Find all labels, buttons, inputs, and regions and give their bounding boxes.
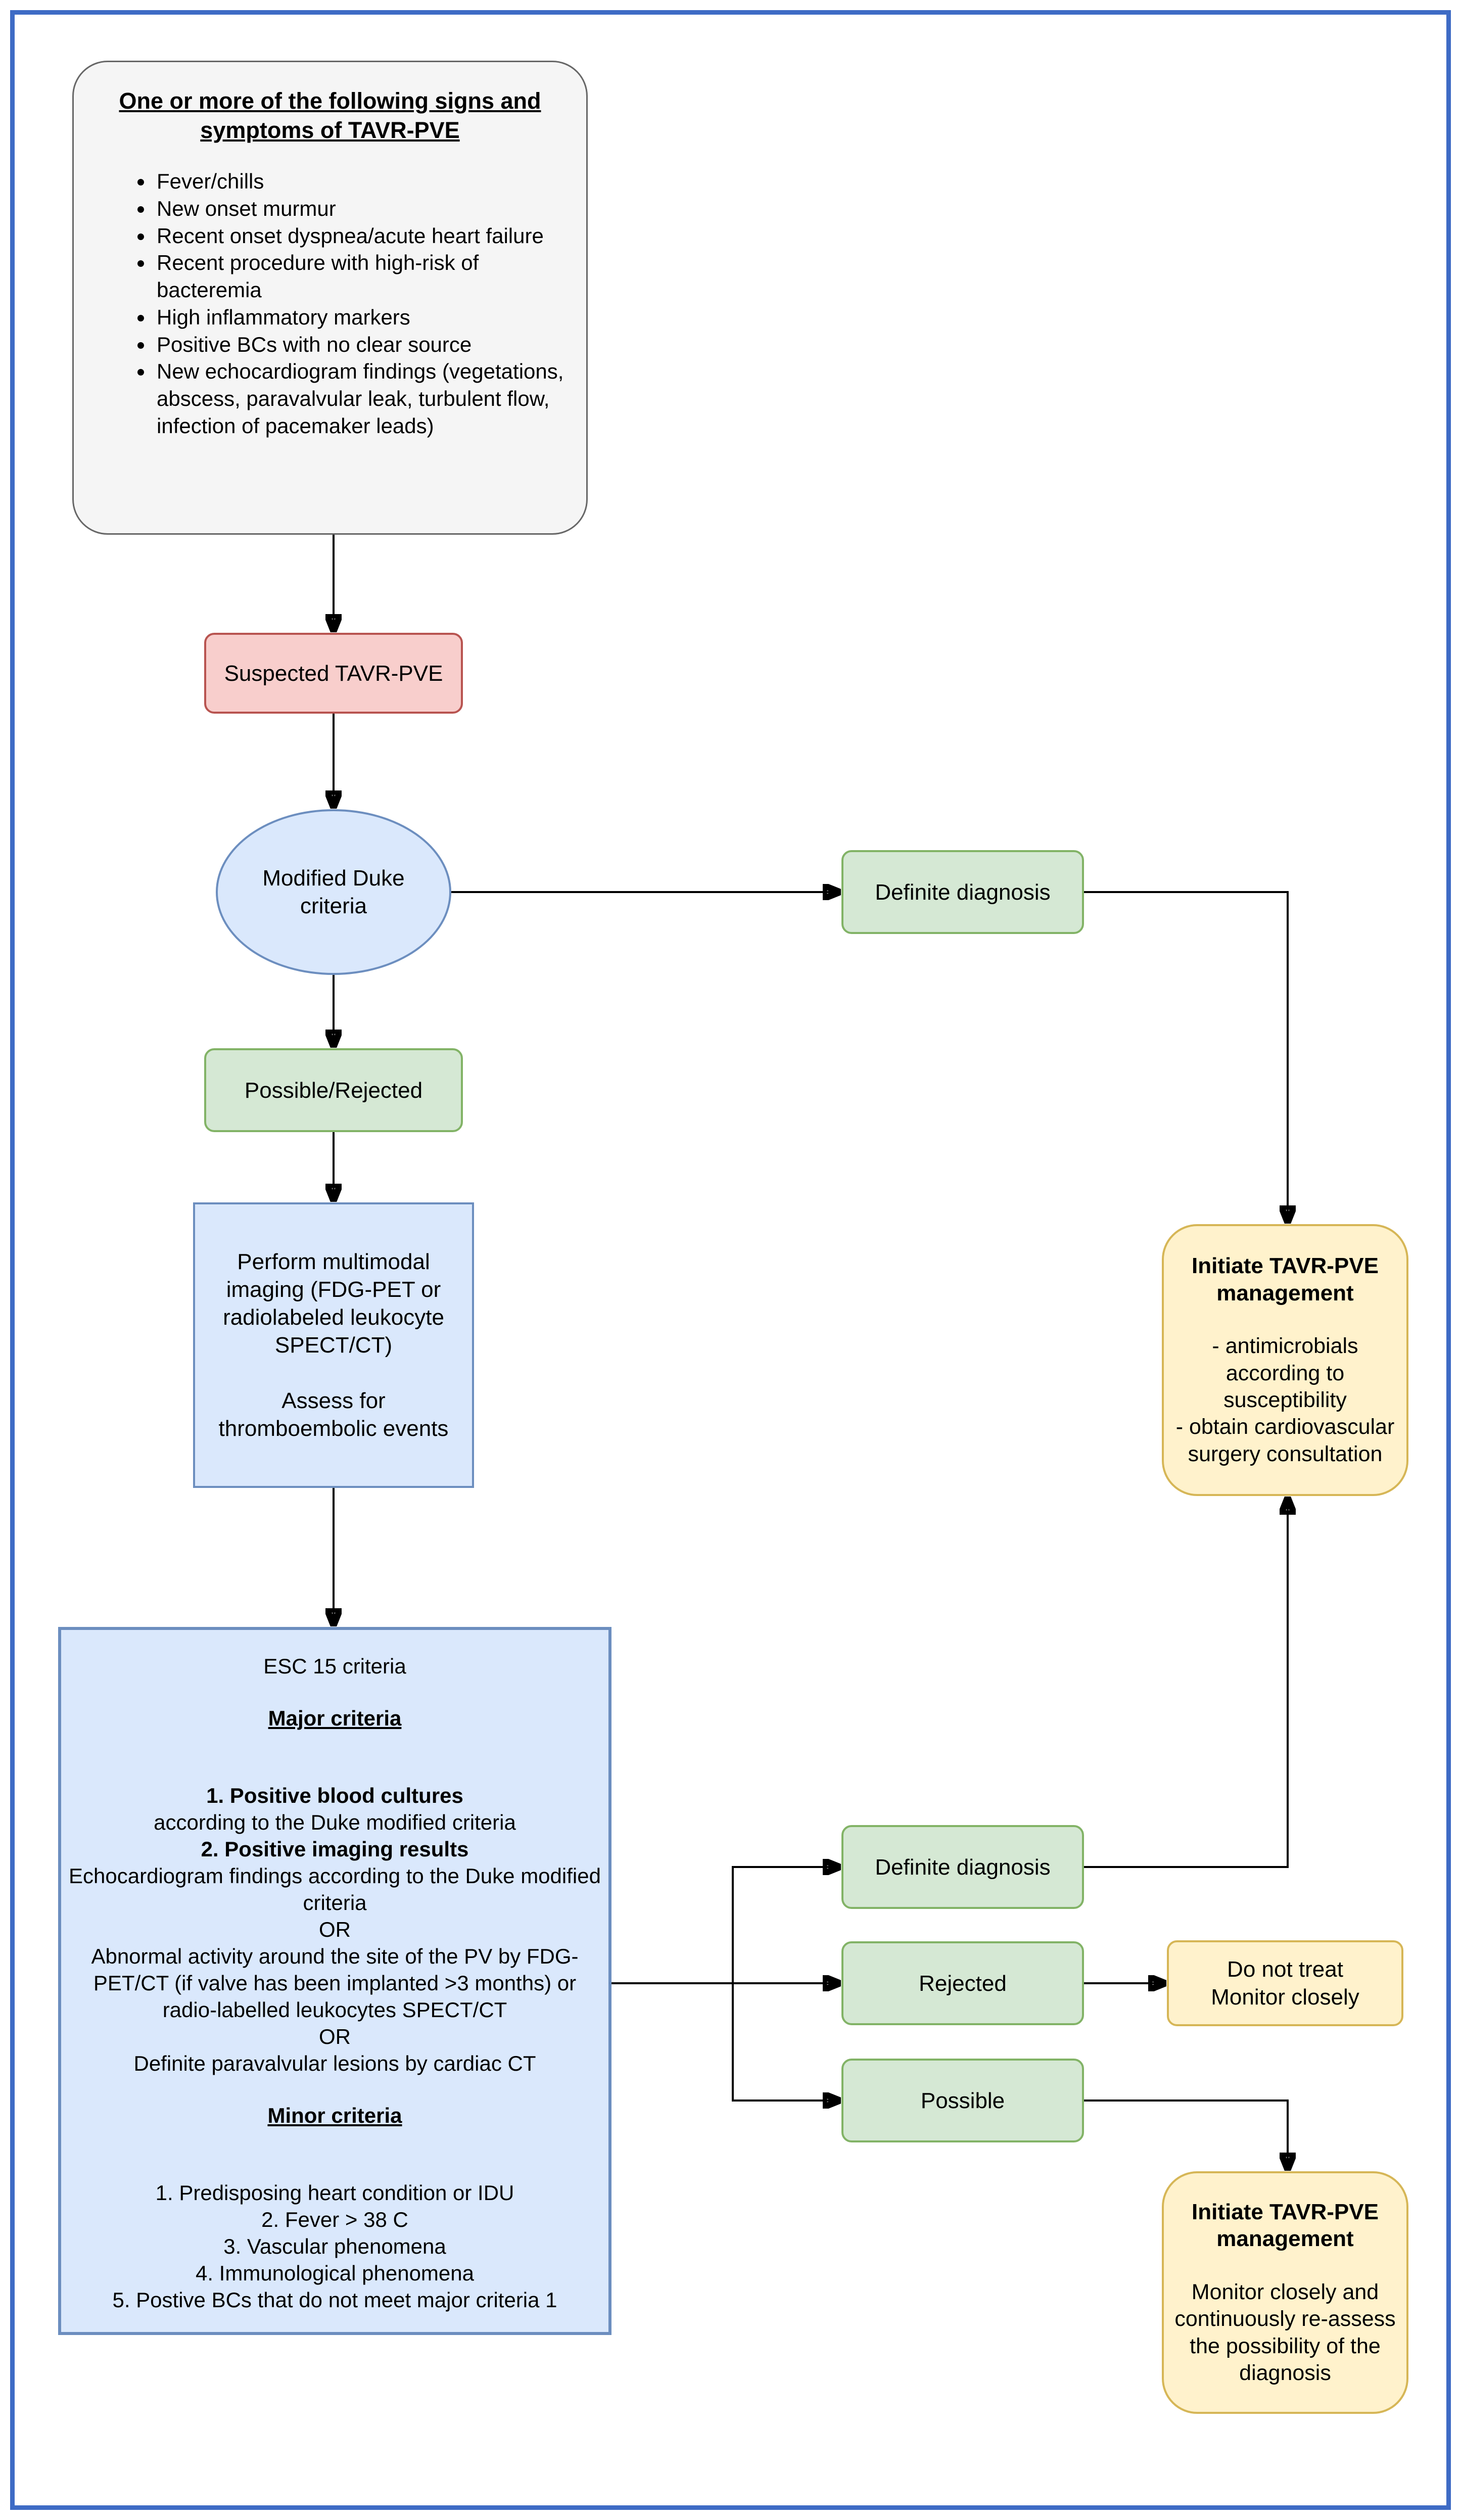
esc-line: according to the Duke modified criteria	[154, 1810, 516, 1834]
list-item: Positive BCs with no clear source	[154, 331, 571, 358]
modified-duke-criteria-ellipse: Modified Duke criteria	[216, 809, 451, 975]
esc-line: Echocardiogram findings according to the…	[69, 1864, 601, 1915]
initiate-management-possible-box: Initiate TAVR-PVE management Monitor clo…	[1162, 2171, 1408, 2414]
modified-duke-criteria-label: Modified Duke criteria	[262, 866, 405, 918]
list-item: New onset murmur	[154, 195, 571, 222]
do-not-treat-label: Do not treat Monitor closely	[1211, 1957, 1359, 2010]
signs-symptoms-box: One or more of the following signs and s…	[72, 61, 588, 535]
edge-branch-to-possible	[732, 1983, 838, 2101]
esc-line: 3. Vascular phenomena	[223, 2234, 446, 2258]
edge-branch-to-definite-esc	[732, 1867, 838, 1983]
esc-15-criteria-box: ESC 15 criteria Major criteria 1. Positi…	[58, 1627, 611, 2335]
esc-line: OR	[319, 1918, 351, 1941]
esc-line: Abnormal activity around the site of the…	[91, 1944, 579, 2022]
initiate-management-definite-box: Initiate TAVR-PVE management - antimicro…	[1162, 1224, 1408, 1496]
multimodal-imaging-box: Perform multimodal imaging (FDG-PET or r…	[193, 1202, 474, 1488]
initiate-management-body: - antimicrobials according to susceptibi…	[1175, 1334, 1395, 1466]
esc-line: 1. Predisposing heart condition or IDU	[155, 2181, 514, 2205]
list-item: High inflammatory markers	[154, 304, 571, 331]
edge-definite-top-to-management	[1084, 891, 1288, 1221]
esc-line: Definite paravalvular lesions by cardiac…	[133, 2051, 536, 2075]
esc-line: 4. Immunological phenomena	[195, 2261, 474, 2285]
definite-diagnosis-duke-label: Definite diagnosis	[875, 879, 1051, 905]
rejected-label: Rejected	[919, 1971, 1007, 1996]
list-item: New echocardiogram findings (vegetations…	[154, 358, 571, 439]
esc-title: ESC 15 criteria	[263, 1654, 406, 1678]
list-item: Fever/chills	[154, 168, 571, 195]
signs-symptoms-list: Fever/chills New onset murmur Recent ons…	[89, 168, 571, 440]
edge-possible-to-management	[1084, 2099, 1288, 2168]
esc-line: 2. Positive imaging results	[201, 1837, 469, 1861]
do-not-treat-box: Do not treat Monitor closely	[1167, 1940, 1403, 2026]
suspected-tavr-pve-label: Suspected TAVR-PVE	[224, 661, 443, 686]
list-item: Recent onset dyspnea/acute heart failure	[154, 222, 571, 250]
esc-line: 1. Positive blood cultures	[206, 1784, 463, 1807]
definite-diagnosis-duke-box: Definite diagnosis	[841, 850, 1084, 934]
spacer	[65, 2129, 604, 2154]
esc-line: 5. Postive BCs that do not meet major cr…	[112, 2288, 557, 2312]
outer-frame	[10, 10, 1451, 2510]
esc-line: 2. Fever > 38 C	[261, 2208, 408, 2231]
spacer	[65, 2154, 604, 2179]
spacer	[65, 2077, 604, 2102]
possible-rejected-label: Possible/Rejected	[244, 1078, 423, 1103]
esc-line: OR	[319, 2025, 351, 2048]
suspected-tavr-pve-box: Suspected TAVR-PVE	[204, 633, 463, 714]
multimodal-imaging-label: Perform multimodal imaging (FDG-PET or r…	[218, 1249, 449, 1441]
definite-diagnosis-esc-label: Definite diagnosis	[875, 1854, 1051, 1880]
spacer	[65, 1679, 604, 1705]
spacer	[65, 1732, 604, 1757]
possible-label: Possible	[920, 2088, 1005, 2113]
major-criteria-heading: Major criteria	[268, 1706, 402, 1730]
initiate-management-title: Initiate TAVR-PVE management	[1192, 1253, 1379, 1305]
list-item: Recent procedure with high-risk of bacte…	[154, 249, 571, 304]
rejected-box: Rejected	[841, 1941, 1084, 2025]
possible-box: Possible	[841, 2059, 1084, 2142]
definite-diagnosis-esc-box: Definite diagnosis	[841, 1825, 1084, 1909]
edge-definite-esc-to-management	[1084, 1499, 1288, 1868]
possible-rejected-box: Possible/Rejected	[204, 1048, 463, 1132]
minor-criteria-heading: Minor criteria	[267, 2104, 402, 2127]
spacer	[65, 1757, 604, 1782]
initiate-management-title: Initiate TAVR-PVE management	[1192, 2199, 1379, 2252]
initiate-management-body: Monitor closely and continuously re-asse…	[1174, 2280, 1396, 2385]
signs-symptoms-title: One or more of the following signs and s…	[119, 88, 541, 143]
